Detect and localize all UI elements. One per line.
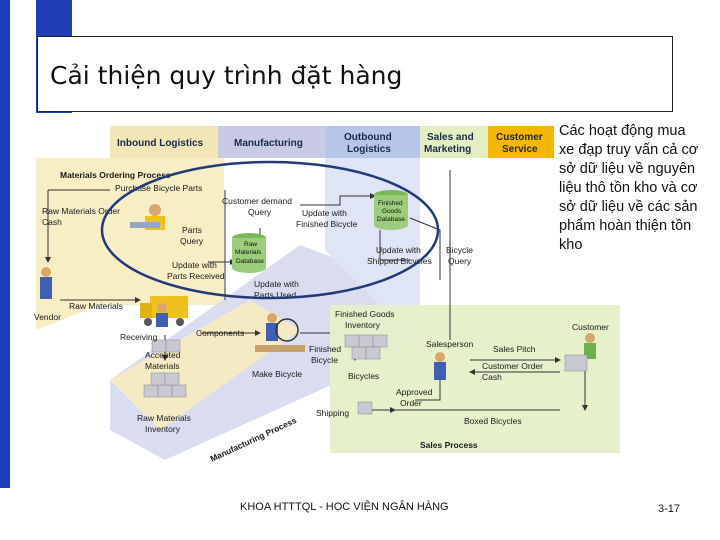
side-note: Các hoạt động mua xe đạp truy vấn cả cơ … (559, 122, 699, 255)
bicycles-label: Bicycles (348, 371, 379, 381)
parts-query-label-1: Parts (182, 225, 202, 235)
parts-query-label-2: Query (180, 236, 204, 246)
accepted-materials-boxes-icon (151, 339, 181, 353)
header-manufacturing: Manufacturing (234, 138, 303, 149)
header-service-bg (488, 126, 554, 158)
vendor-label: Vendor (34, 312, 61, 322)
header-service-1: Customer (496, 132, 543, 143)
raw-db-label-2: Materials (235, 249, 262, 256)
header-inbound: Inbound Logistics (117, 138, 204, 149)
update-parts-received-label-1: Update with (172, 260, 217, 270)
sales-area (330, 305, 620, 453)
title-box: Cải thiện quy trình đặt hàng (37, 36, 673, 112)
raw-db-label-1: Raw (244, 241, 257, 248)
raw-inventory-label-1: Raw Materials (137, 413, 191, 423)
update-parts-received-label-2: Parts Received (167, 271, 225, 281)
update-shipped-label-2: Shipped Bicycles (367, 256, 432, 266)
update-finished-label-1: Update with (302, 208, 347, 218)
header-sales-bg (420, 126, 488, 158)
customer-demand-label-2: Query (248, 207, 272, 217)
receiver-person-icon (156, 303, 168, 327)
page-number: 3-17 (658, 503, 681, 515)
finished-goods-label-1: Finished Goods (335, 309, 395, 319)
salesperson-icon (434, 352, 446, 380)
finished-db-label-2: Goods (382, 208, 402, 215)
approved-label-2: Order (400, 398, 422, 408)
header-outbound-2: Logistics (347, 144, 391, 155)
truck-icon (140, 296, 188, 326)
accepted-label-2: Materials (145, 361, 179, 371)
finished-goods-label-2: Inventory (345, 320, 381, 330)
finished-bicycle-label-1: Finished (309, 344, 341, 354)
approved-label-1: Approved (396, 387, 433, 397)
update-finished-label-2: Finished Bicycle (296, 219, 358, 229)
customer-icon (564, 333, 596, 372)
sales-pitch-label: Sales Pitch (493, 344, 536, 354)
focus-ellipse (100, 160, 440, 300)
header-outbound-bg (326, 126, 420, 158)
salesperson-label: Salesperson (426, 339, 474, 349)
update-shipped-label-1: Update with (376, 245, 421, 255)
boxed-bicycles-label: Boxed Bicycles (464, 416, 522, 426)
raw-inventory-boxes-icon (143, 372, 187, 398)
raw-inventory-label-2: Inventory (145, 424, 181, 434)
shipping-box-icon (357, 401, 373, 415)
worker-bicycle-icon (255, 313, 305, 352)
bicycle-query-label-1: Bicycle (446, 245, 473, 255)
customer-demand-label-1: Customer demand (222, 196, 292, 206)
shipping-label: Shipping (316, 408, 349, 418)
customer-order-label-2: Cash (482, 372, 502, 382)
header-manufacturing-bg (218, 126, 326, 158)
finished-inventory-boxes-icon (344, 334, 388, 360)
ordering-process-label: Materials Ordering Process (60, 170, 171, 180)
vendor-person-icon (40, 267, 52, 299)
finished-db-label-3: Database (377, 216, 405, 223)
accepted-label-1: Accepted (145, 350, 181, 360)
components-label: Components (196, 328, 244, 338)
finished-db-label-1: Finished (378, 200, 403, 207)
finished-goods-database-icon: Finished Goods Database (374, 190, 408, 230)
header-sales-2: Marketing (424, 144, 471, 155)
slide-title: Cải thiện quy trình đặt hàng (50, 61, 403, 90)
update-parts-used-label-1: Update with (254, 279, 299, 289)
customer-label: Customer (572, 322, 609, 332)
update-parts-used-label-2: Parts Used (254, 290, 296, 300)
raw-order-label-2: Cash (42, 217, 62, 227)
header-sales-1: Sales and (427, 132, 474, 143)
buyer-person-icon (130, 204, 165, 230)
left-accent-stripe (10, 0, 36, 488)
receiving-label: Receiving (120, 332, 158, 342)
header-inbound-bg (110, 126, 218, 158)
raw-materials-label: Raw Materials (69, 301, 123, 311)
flow-lines (45, 170, 588, 413)
customer-order-label-1: Customer Order (482, 361, 543, 371)
raw-materials-database-icon: Raw Materials Database (232, 233, 266, 273)
bicycle-query-label-2: Query (448, 256, 472, 266)
purchase-parts-label: Purchase Bicycle Parts (115, 183, 202, 193)
sales-process-label: Sales Process (420, 440, 478, 450)
make-bicycle-label: Make Bicycle (252, 369, 302, 379)
raw-db-label-3: Database (236, 258, 264, 265)
footer: KHOA HTTTQL - HỌC VIỆN NGÂN HÀNG (240, 501, 449, 513)
finished-bicycle-label-2: Bicycle (311, 355, 338, 365)
raw-order-label-1: Raw Materials Order (42, 206, 120, 216)
header-service-2: Service (502, 144, 538, 155)
header-outbound-1: Outbound (344, 132, 392, 143)
